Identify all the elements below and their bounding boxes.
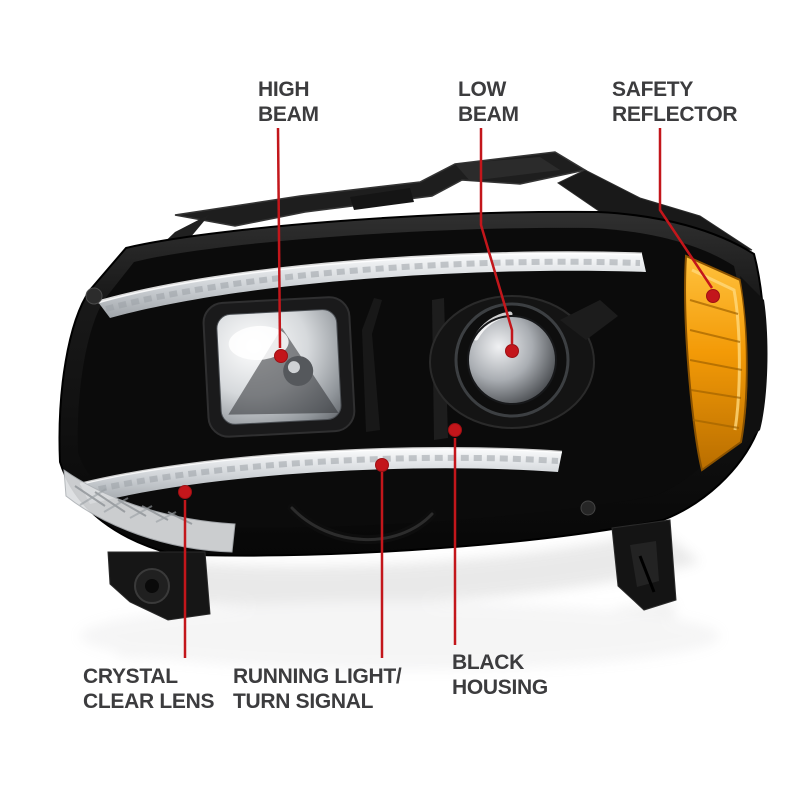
lower-led-strip <box>79 447 563 504</box>
wiring-harness <box>287 503 437 544</box>
clear-lens-texture <box>63 468 236 553</box>
high-beam-projector <box>202 296 356 438</box>
ground-reflection <box>80 530 720 670</box>
amber-safety-reflector <box>684 254 768 472</box>
